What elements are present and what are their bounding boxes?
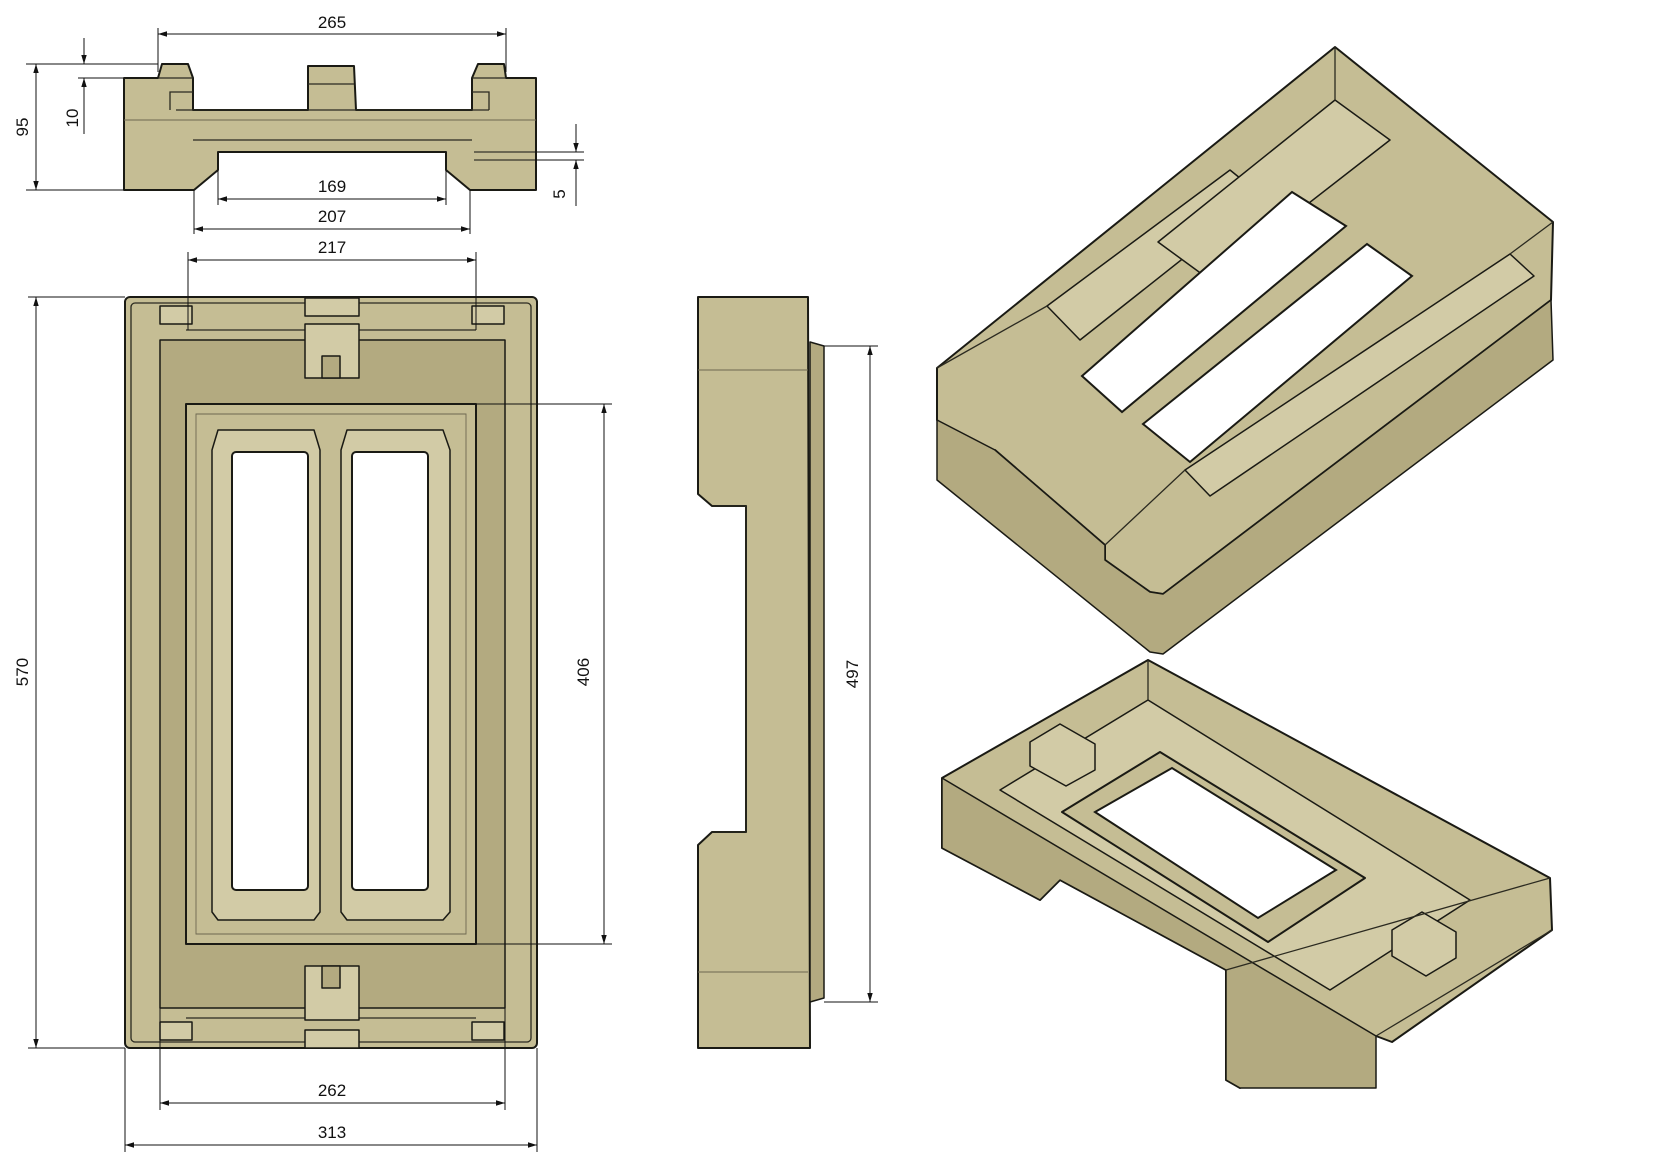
dim-5: 5 (550, 189, 569, 198)
isometric-view-top (936, 46, 1554, 655)
dimension-labels: 265 95 10 169 207 5 217 570 406 262 313 … (13, 13, 862, 1142)
front-view (123, 63, 537, 191)
dim-217: 217 (318, 238, 346, 257)
isometric-view-bottom (941, 659, 1553, 1089)
dim-207: 207 (318, 207, 346, 226)
side-view (697, 296, 825, 1049)
dim-95: 95 (13, 118, 32, 137)
dim-570: 570 (13, 658, 32, 686)
dim-10: 10 (63, 109, 82, 128)
dim-313: 313 (318, 1123, 346, 1142)
dim-262: 262 (318, 1081, 346, 1100)
dim-265: 265 (318, 13, 346, 32)
dimension-lines (26, 28, 878, 1152)
dim-497: 497 (843, 660, 862, 688)
dim-169: 169 (318, 177, 346, 196)
plan-view (124, 296, 538, 1049)
dim-406: 406 (574, 658, 593, 686)
